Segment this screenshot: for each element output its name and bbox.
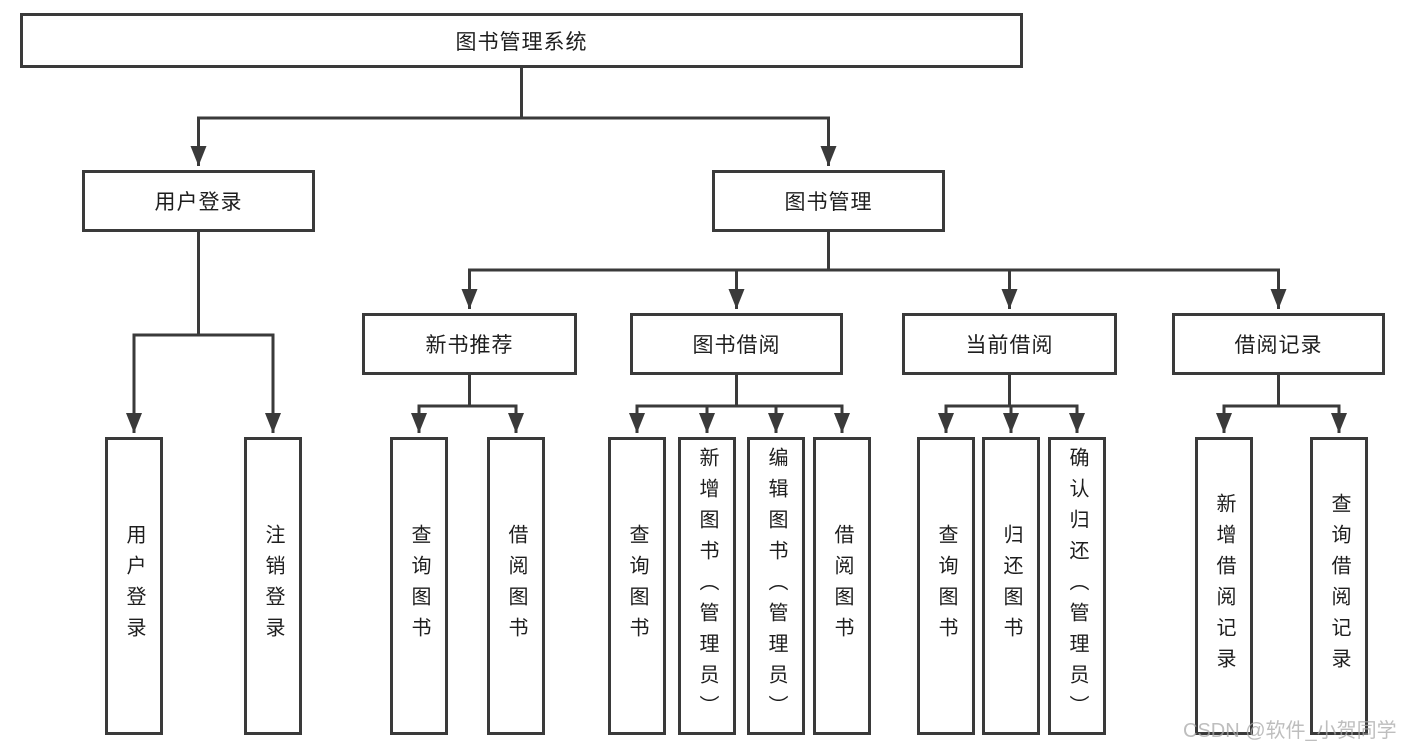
node-new-book-recommendation: 新书推荐	[362, 313, 577, 375]
leaf-return-books: 归还图书	[982, 437, 1040, 735]
leaf-query-books-recommendation: 查询图书	[390, 437, 448, 735]
node-label: 图书管理系统	[455, 30, 588, 54]
leaf-edit-books-admin: 编辑图书（管理员）	[747, 437, 805, 735]
node-current-borrowing: 当前借阅	[902, 313, 1117, 375]
node-label: 新书推荐	[425, 334, 514, 357]
leaf-query-borrow-record: 查询借阅记录	[1310, 437, 1368, 735]
leaf-confirm-return-admin: 确认归还（管理员）	[1048, 437, 1106, 735]
node-label: 新增图书（管理员）	[696, 446, 718, 726]
node-label: 借阅记录	[1234, 334, 1323, 357]
node-label: 新增借阅记录	[1213, 493, 1235, 679]
node-borrowing-records: 借阅记录	[1172, 313, 1385, 375]
node-label: 归还图书	[1000, 524, 1022, 648]
leaf-user-login: 用户登录	[105, 437, 163, 735]
leaf-borrow-books-recommendation: 借阅图书	[487, 437, 545, 735]
node-label: 查询借阅记录	[1328, 493, 1350, 679]
leaf-query-books-current: 查询图书	[917, 437, 975, 735]
node-label: 图书借阅	[692, 334, 781, 357]
node-label: 用户登录	[123, 524, 145, 648]
csdn-watermark: CSDN @软件_小贺同学	[1183, 720, 1397, 742]
leaf-logout: 注销登录	[244, 437, 302, 735]
node-label: 当前借阅	[965, 334, 1054, 357]
node-label: 用户登录	[154, 191, 243, 214]
node-book-management: 图书管理	[712, 170, 945, 232]
leaf-add-books-admin: 新增图书（管理员）	[678, 437, 736, 735]
node-label: 图书管理	[784, 191, 873, 214]
leaf-query-books-borrowing: 查询图书	[608, 437, 666, 735]
node-label: 查询图书	[935, 524, 957, 648]
leaf-add-borrow-record: 新增借阅记录	[1195, 437, 1253, 735]
node-label: 借阅图书	[831, 524, 853, 648]
node-label: 注销登录	[262, 524, 284, 648]
node-label: 查询图书	[408, 524, 430, 648]
node-system-root: 图书管理系统	[20, 13, 1023, 68]
node-user-login: 用户登录	[82, 170, 315, 232]
node-label: 借阅图书	[505, 524, 527, 648]
node-label: 查询图书	[626, 524, 648, 648]
node-label: 确认归还（管理员）	[1066, 446, 1088, 726]
node-label: 编辑图书（管理员）	[765, 446, 787, 726]
node-book-borrowing: 图书借阅	[630, 313, 843, 375]
leaf-borrow-books: 借阅图书	[813, 437, 871, 735]
